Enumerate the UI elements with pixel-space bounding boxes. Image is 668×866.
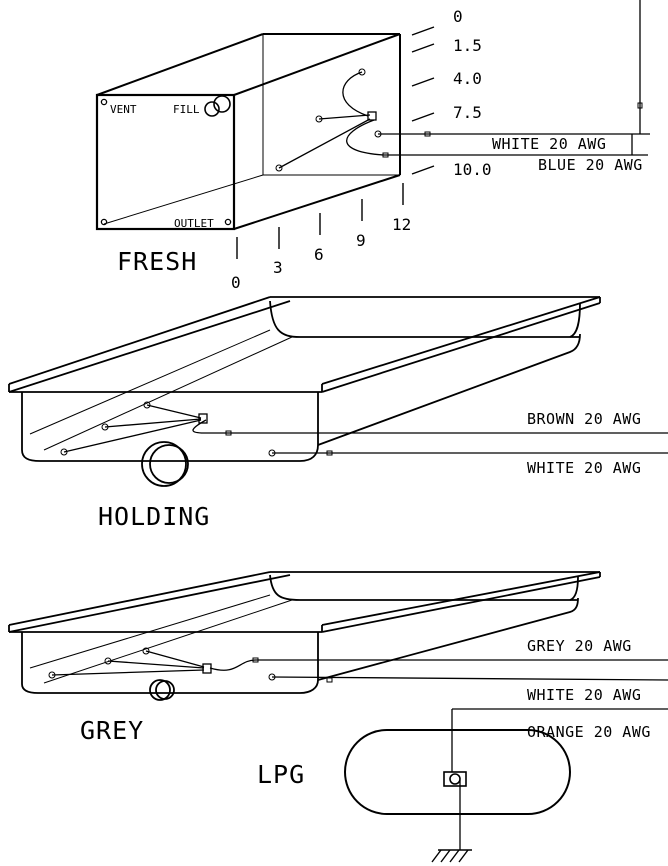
fresh-tank — [95, 33, 401, 231]
fill-port-icon — [204, 95, 231, 117]
holding-outlet-icon — [141, 441, 189, 487]
fresh-side-scale-ticks — [411, 26, 435, 175]
grey-wire-2-label: WHITE 20 AWG — [527, 686, 641, 704]
fresh-fill-label: FILL — [173, 103, 200, 116]
grey-outlet-icon — [149, 679, 175, 701]
grey-wire-1-label: GREY 20 AWG — [527, 637, 632, 655]
splice-icon — [637, 102, 643, 109]
splice-icon — [424, 131, 431, 137]
sensor-icon — [358, 68, 366, 76]
holding-wire-2-label: WHITE 20 AWG — [527, 459, 641, 477]
splice-icon — [382, 152, 389, 158]
fresh-vent-label: VENT — [110, 103, 137, 116]
fresh-bottom-scale-2: 6 — [314, 245, 324, 264]
lpg-tank — [344, 729, 571, 815]
sensor-icon — [142, 647, 150, 655]
fresh-side-scale-2: 4.0 — [453, 69, 482, 88]
fresh-bottom-scale-ticks — [236, 183, 404, 259]
sensor-icon — [268, 449, 276, 457]
sensor-icon — [275, 164, 283, 172]
holding-tank — [8, 296, 601, 462]
fresh-wire-1-label: WHITE 20 AWG — [492, 135, 606, 153]
lpg-tank-title: LPG — [257, 760, 305, 789]
sensor-icon — [101, 423, 109, 431]
lpg-sender-wiring — [451, 708, 668, 850]
sensor-icon — [268, 673, 276, 681]
fresh-bottom-scale-0: 0 — [231, 273, 241, 292]
grey-tank — [8, 571, 601, 694]
fresh-side-scale-3: 7.5 — [453, 103, 482, 122]
splice-icon — [326, 677, 333, 683]
sensor-icon — [104, 657, 112, 665]
splice-icon — [252, 657, 259, 663]
connector-icon — [367, 111, 377, 121]
sensor-icon — [315, 115, 323, 123]
holding-sensor-wiring — [63, 404, 668, 454]
grey-sensor-wiring — [51, 650, 668, 681]
ground-icon — [431, 849, 472, 863]
screw-icon — [100, 98, 108, 106]
screw-icon — [100, 218, 108, 226]
splice-icon — [326, 450, 333, 456]
fresh-tank-title: FRESH — [117, 247, 197, 276]
lpg-wire-1-label: ORANGE 20 AWG — [527, 723, 651, 741]
fresh-bottom-scale-1: 3 — [273, 258, 283, 277]
screw-icon — [224, 218, 232, 226]
holding-wire-1-label: BROWN 20 AWG — [527, 410, 641, 428]
fresh-side-scale-4: 10.0 — [453, 160, 492, 179]
fresh-outlet-label: OUTLET — [174, 217, 214, 230]
fresh-side-scale-0: 0 — [453, 7, 463, 26]
fresh-sensor-wiring — [278, 0, 650, 169]
fresh-bottom-scale-3: 9 — [356, 231, 366, 250]
fresh-bottom-scale-4: 12 — [392, 215, 411, 234]
grey-tank-title: GREY — [80, 716, 144, 745]
connector-icon — [198, 413, 208, 424]
sensor-icon — [374, 130, 382, 138]
fresh-side-scale-1: 1.5 — [453, 36, 482, 55]
sensor-icon — [143, 401, 151, 409]
lpg-sender-icon — [443, 771, 467, 787]
sensor-icon — [60, 448, 68, 456]
fresh-wire-2-label: BLUE 20 AWG — [538, 156, 643, 174]
holding-tank-title: HOLDING — [98, 502, 210, 531]
connector-icon — [202, 663, 212, 674]
splice-icon — [225, 430, 232, 436]
sensor-icon — [48, 671, 56, 679]
